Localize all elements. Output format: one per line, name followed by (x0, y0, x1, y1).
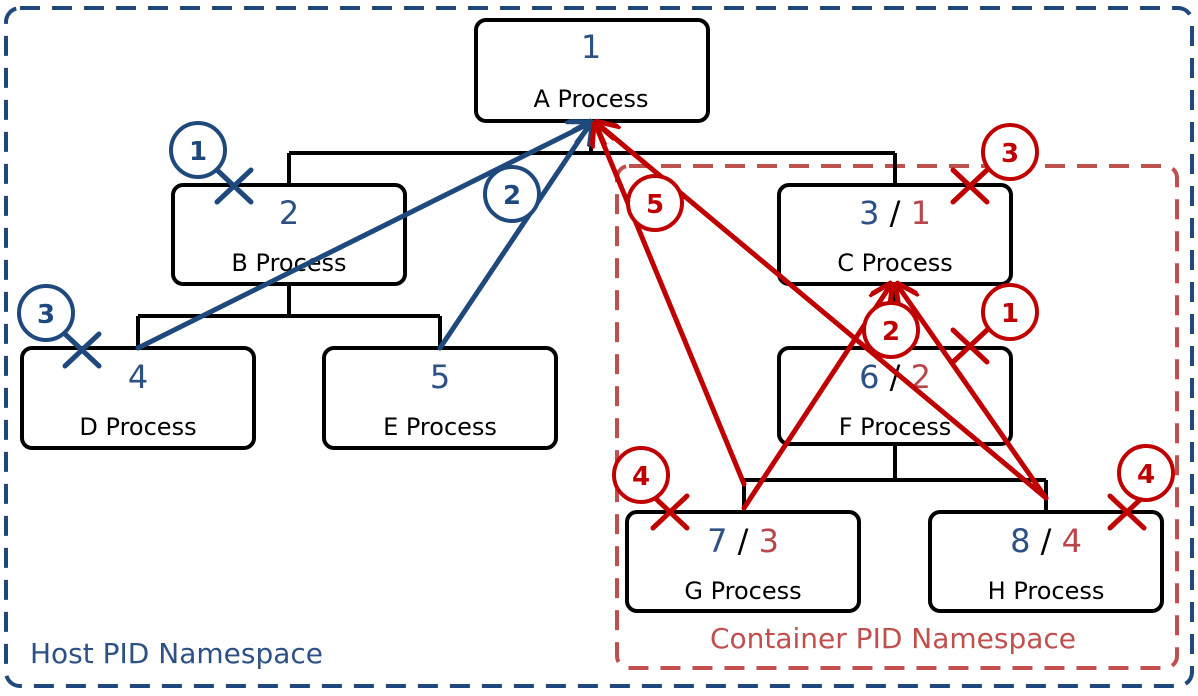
container-step-1-label: 1 (1001, 299, 1019, 329)
process-b-pid: 2 (279, 194, 299, 232)
host-namespace-frame (4, 6, 1194, 688)
container-step-1-badge: 1 (981, 283, 1039, 341)
container-step-badges: 5 3 2 1 4 4 (612, 123, 1175, 504)
process-h-separator: / (1041, 522, 1052, 560)
process-a-pid: 1 (581, 28, 601, 66)
container-namespace-label: Container PID Namespace (710, 622, 1076, 655)
process-g-name: G Process (684, 577, 801, 605)
host-step-3-label: 3 (37, 300, 55, 330)
container-step-2-label: 2 (882, 317, 900, 347)
process-g-host-pid: 7 (707, 522, 727, 560)
process-e-name: E Process (383, 413, 497, 441)
arrow-d-to-a (135, 124, 588, 351)
kill-mark-b-icon (214, 167, 254, 205)
container-step-4b-badge: 4 (1117, 444, 1175, 502)
process-g-pid-line: 7 / 3 (707, 522, 779, 560)
host-step-1-label: 1 (189, 137, 207, 167)
arrow-h-to-c (898, 286, 1049, 501)
process-c-name: C Process (837, 249, 952, 277)
process-h-pid-line: 8 / 4 (1010, 522, 1082, 560)
process-h-host-pid: 8 (1010, 522, 1030, 560)
process-h-container-pid: 4 (1062, 522, 1082, 560)
process-f-host-pid: 6 (859, 358, 879, 396)
process-a-name: A Process (533, 85, 648, 113)
container-step-4b-label: 4 (1137, 460, 1155, 490)
process-c-container-pid: 1 (911, 194, 931, 232)
kill-mark-d-icon (62, 331, 102, 369)
connector-a-to-children (287, 121, 897, 185)
process-h-frame (928, 510, 1164, 613)
process-g-box: 7 / 3 G Process (625, 510, 861, 613)
process-g-separator: / (738, 522, 749, 560)
kill-mark-f-icon (950, 327, 990, 365)
process-h-box: 8 / 4 H Process (928, 510, 1164, 613)
host-step-2-badge: 2 (483, 165, 541, 223)
process-c-pid-line: 3 / 1 (859, 194, 931, 232)
process-b-frame (171, 183, 407, 286)
process-f-name: F Process (839, 413, 951, 441)
process-c-separator: / (890, 194, 901, 232)
container-step-5-label: 5 (646, 190, 664, 220)
host-namespace-label: Host PID Namespace (30, 637, 323, 670)
process-h-name: H Process (988, 577, 1105, 605)
host-kill-marks (62, 167, 254, 369)
process-a-box: 1 A Process (474, 18, 710, 123)
host-step-badges: 1 2 3 (17, 121, 541, 342)
process-d-name: D Process (79, 413, 196, 441)
kill-mark-g-icon (650, 493, 690, 531)
process-b-box: 2 B Process (171, 183, 407, 286)
process-g-container-pid: 3 (759, 522, 779, 560)
kill-mark-h-icon (1107, 493, 1147, 531)
process-f-separator: / (890, 358, 901, 396)
connector-b-to-children (136, 284, 442, 348)
process-e-pid: 5 (430, 358, 450, 396)
connector-f-to-children (742, 444, 1048, 512)
container-step-3-label: 3 (1001, 139, 1019, 169)
container-step-3-badge: 3 (981, 123, 1039, 181)
host-arrows (135, 124, 590, 351)
host-step-3-badge: 3 (17, 284, 75, 342)
process-c-box: 3 / 1 C Process (777, 183, 1013, 286)
container-kill-marks (650, 167, 1147, 531)
process-c-host-pid: 3 (859, 194, 879, 232)
container-step-4a-label: 4 (632, 462, 650, 492)
container-step-4a-badge: 4 (612, 446, 670, 504)
process-e-box: 5 E Process (322, 346, 558, 450)
process-d-box: 4 D Process (20, 346, 256, 450)
host-step-1-badge: 1 (169, 121, 227, 179)
arrow-e-to-a (437, 124, 590, 351)
host-step-2-label: 2 (503, 181, 521, 211)
container-step-2-badge: 2 (862, 301, 920, 359)
arrow-g-to-a (596, 126, 747, 487)
kill-mark-c-icon (950, 167, 990, 205)
container-step-5-badge: 5 (626, 174, 684, 232)
process-g-frame (625, 510, 861, 613)
process-d-pid: 4 (128, 358, 148, 396)
